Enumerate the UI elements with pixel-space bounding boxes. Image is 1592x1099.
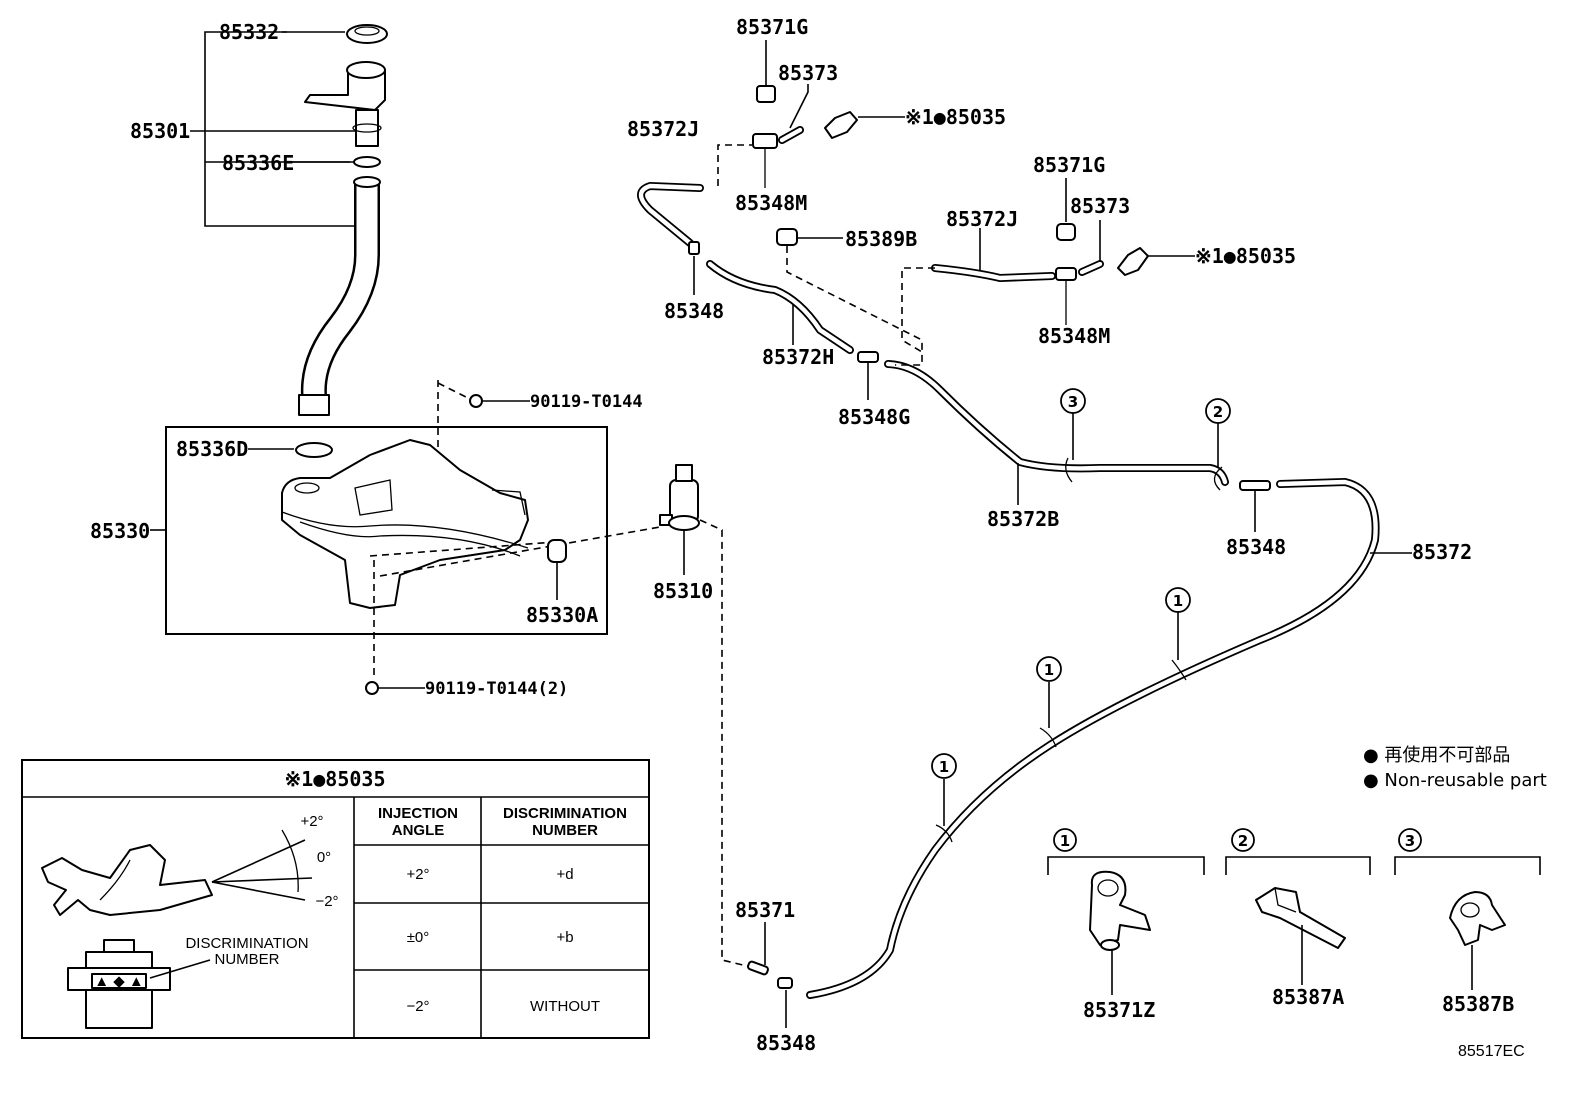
label-85373-b: 85373 xyxy=(1070,194,1130,218)
discrimination-mark-icon: ▲ ◆ ▲ xyxy=(94,973,144,990)
label-85372J-b: 85372J xyxy=(946,207,1018,231)
label-85035-b: ※1●85035 xyxy=(1195,244,1296,268)
table-row-3-angle: −2° xyxy=(406,998,429,1015)
nozzle-detail-box: ※1●85035 INJECTION ANGLE DISCRIMINATION … xyxy=(21,759,650,1039)
washer-tank xyxy=(281,439,661,675)
detail-title: ※1●85035 xyxy=(284,767,385,791)
label-85348M-a: 85348M xyxy=(735,191,807,215)
svg-text:2: 2 xyxy=(1238,832,1248,850)
clip-detail-3: 3 xyxy=(1394,828,1541,990)
nozzle-assembly-upper xyxy=(752,40,905,188)
washer-pump-85310 xyxy=(659,464,756,969)
label-85336E: 85336E xyxy=(222,151,294,175)
joint-85348-upper xyxy=(688,241,700,295)
callout-1-hose-c: 1 xyxy=(939,758,949,776)
table-row-2-angle: ±0° xyxy=(407,929,430,946)
label-85372H: 85372H xyxy=(762,345,834,369)
label-85330: 85330 xyxy=(90,519,150,543)
label-85387B: 85387B xyxy=(1442,992,1514,1016)
label-85310: 85310 xyxy=(653,579,713,603)
label-85387A: 85387A xyxy=(1272,985,1344,1009)
table-row-1-disc: +d xyxy=(556,866,573,883)
label-85372B: 85372B xyxy=(987,507,1059,531)
label-85330A: 85330A xyxy=(526,603,598,627)
clip-callouts: 3 2 1 1 1 xyxy=(931,388,1231,779)
bolt-90119-bottom xyxy=(365,681,425,695)
label-85301: 85301 xyxy=(130,119,190,143)
bolt-90119-top xyxy=(437,380,530,470)
label-85371: 85371 xyxy=(735,898,795,922)
table-head-angle-2: ANGLE xyxy=(392,822,445,839)
label-85348G: 85348G xyxy=(838,405,910,429)
grommet-85330A xyxy=(547,539,567,600)
hose-routing xyxy=(637,144,1412,1028)
label-85371Z: 85371Z xyxy=(1083,998,1155,1022)
label-85348-b: 85348 xyxy=(1226,535,1286,559)
label-85348-c: 85348 xyxy=(756,1031,816,1055)
table-head-angle-1: INJECTION xyxy=(378,805,458,822)
angle-plus-label: +2° xyxy=(300,813,323,830)
label-85371G-b: 85371G xyxy=(1033,153,1105,177)
legend-en: ● Non-reusable part xyxy=(1363,770,1547,791)
label-85332: 85332 xyxy=(219,20,279,44)
label-85372: 85372 xyxy=(1412,540,1472,564)
joint-85348G xyxy=(857,351,879,400)
callout-1-hose-b: 1 xyxy=(1044,661,1054,679)
label-85373-a: 85373 xyxy=(778,61,838,85)
label-85389B: 85389B xyxy=(845,227,917,251)
ring-85336E xyxy=(353,156,381,168)
reservoir-cap-85332 xyxy=(346,24,388,44)
clip-detail-1: 1 xyxy=(1047,828,1205,995)
svg-text:3: 3 xyxy=(1405,832,1415,850)
diagram-code: 85517EC xyxy=(1458,1043,1525,1060)
filler-group xyxy=(150,24,756,969)
legend: ● 再使用不可部品 ● Non-reusable part xyxy=(1363,745,1547,791)
svg-text:1: 1 xyxy=(1060,832,1070,850)
table-row-2-disc: +b xyxy=(556,929,573,946)
joint-85348-right xyxy=(1239,480,1271,532)
angle-zero-label: 0° xyxy=(317,849,331,866)
label-85348-a: 85348 xyxy=(664,299,724,323)
label-85348M-b: 85348M xyxy=(1038,324,1110,348)
table-row-3-disc: WITHOUT xyxy=(530,998,600,1015)
label-85371G-a: 85371G xyxy=(736,15,808,39)
filler-pipe xyxy=(298,176,381,416)
table-row-1-angle: +2° xyxy=(406,866,429,883)
callout-1-hose-a: 1 xyxy=(1173,592,1183,610)
cap-85336D xyxy=(295,442,333,458)
label-85336D: 85336D xyxy=(176,437,248,461)
clip-detail-2: 2 xyxy=(1225,828,1371,985)
angle-minus-label: −2° xyxy=(315,893,338,910)
callout-2-hose: 2 xyxy=(1213,403,1223,421)
table-head-disc-1: DISCRIMINATION xyxy=(503,805,627,822)
nozzle-side-view: +2° 0° −2° xyxy=(41,813,339,916)
label-90119: 90119-T0144 xyxy=(530,392,643,412)
label-90119-2: 90119-T0144(2) xyxy=(425,679,568,699)
callout-3-hose: 3 xyxy=(1068,393,1078,411)
joint-85348-lower xyxy=(747,922,793,1028)
legend-jp: ● 再使用不可部品 xyxy=(1363,745,1510,766)
filler-neck-85301 xyxy=(304,61,386,147)
label-85035-a: ※1●85035 xyxy=(905,105,1006,129)
part-labels: 85332 85301 85336E 85371G 85373 85372J ※… xyxy=(90,15,1514,1055)
nozzle-front-view: ▲ ◆ ▲ DISCRIMINATION NUMBER xyxy=(67,935,309,1029)
label-85372J-a: 85372J xyxy=(627,117,699,141)
nozzle-assembly-lower xyxy=(776,178,1195,366)
disc-number-label-2: NUMBER xyxy=(214,951,279,968)
table-head-disc-2: NUMBER xyxy=(532,822,598,839)
disc-number-label-1: DISCRIMINATION xyxy=(185,935,308,952)
